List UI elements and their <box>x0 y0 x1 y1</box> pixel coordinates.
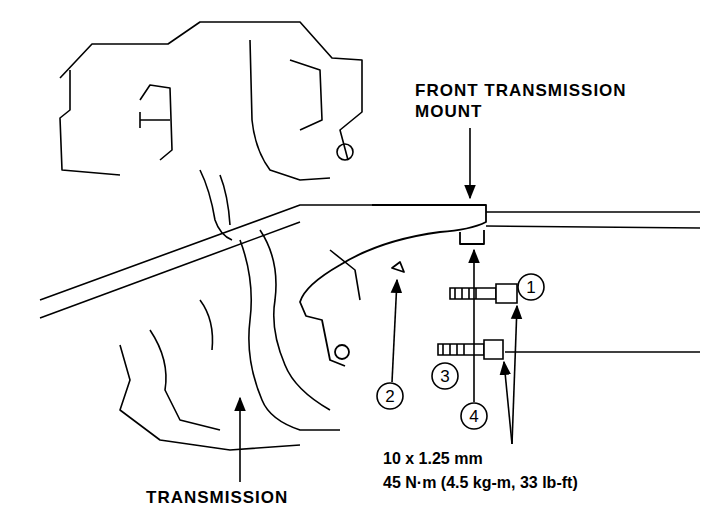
bolt-symbol <box>438 284 517 359</box>
callout-number: 1 <box>526 277 535 298</box>
callout-circle <box>377 274 544 429</box>
torque-spec: 45 N·m (4.5 kg-m, 33 lb-ft) <box>383 473 578 493</box>
leader-line <box>240 128 517 482</box>
engine-outline <box>40 22 700 450</box>
mount-bracket <box>300 205 486 366</box>
part-name: FRONT TRANSMISSION MOUNT <box>415 80 677 122</box>
callout-number: 4 <box>469 406 478 427</box>
callout-number: 2 <box>385 386 394 407</box>
dimension: 10 x 1.25 mm <box>383 449 483 469</box>
callout-number: 3 <box>440 366 449 387</box>
part-name: TRANSMISSION <box>146 487 288 508</box>
